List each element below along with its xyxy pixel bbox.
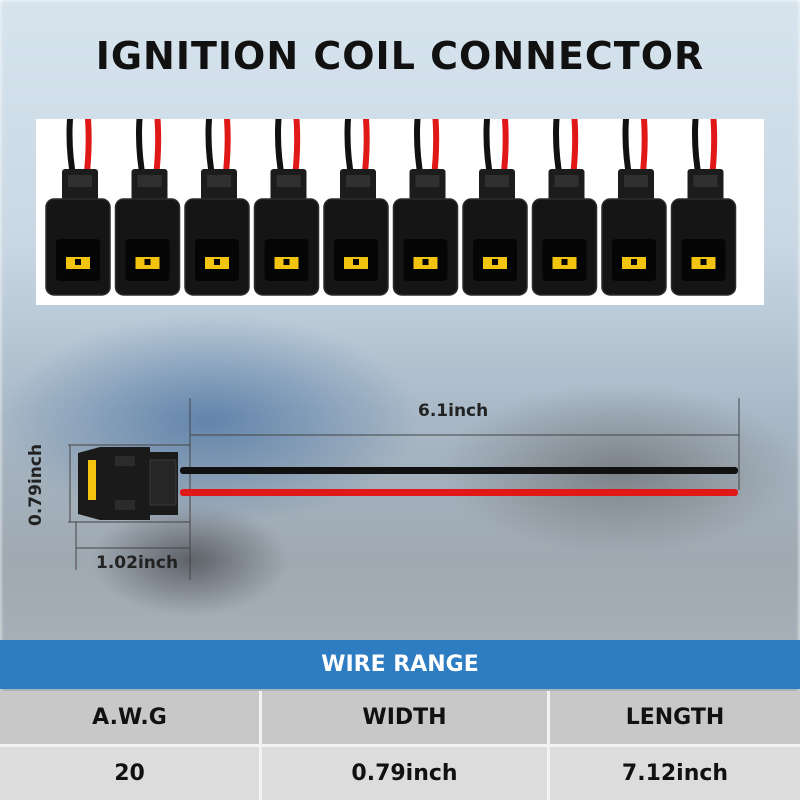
value-awg: 20: [0, 747, 262, 800]
page-title: IGNITION COIL CONNECTOR: [95, 34, 705, 78]
terminal-gap: [631, 259, 637, 265]
connector: [114, 119, 181, 296]
wire-length-label: 6.1inch: [418, 401, 489, 421]
table-header-row: A.W.G WIDTH LENGTH: [0, 691, 800, 744]
connector: [601, 119, 667, 296]
connector: [392, 119, 459, 296]
terminal-gap: [283, 259, 290, 265]
terminal-gap: [144, 259, 151, 265]
red-wire: [180, 489, 738, 496]
connectors-row: [45, 119, 737, 296]
header-length: LENGTH: [625, 705, 725, 730]
connector: [323, 119, 389, 296]
latch-slot: [415, 175, 440, 187]
connector: [531, 119, 598, 296]
wire-range-banner: WIRE RANGE: [0, 640, 800, 689]
latch-slot: [693, 175, 718, 187]
black-wire: [180, 467, 738, 474]
value-width: 0.79inch: [262, 747, 550, 800]
latch-slot: [276, 175, 301, 187]
terminal-gap: [700, 259, 707, 265]
connector-length-label: 1.02inch: [96, 553, 179, 573]
terminal-gap: [75, 259, 81, 265]
terminal-gap: [561, 259, 568, 265]
latch-slot: [624, 175, 648, 187]
connector-side-view: [78, 447, 178, 520]
terminal-gap: [353, 259, 359, 265]
terminal-gap: [214, 259, 220, 265]
terminal-gap: [422, 259, 429, 265]
connector: [45, 119, 111, 296]
latch-slot: [346, 175, 370, 187]
connectors-photo: [36, 119, 764, 305]
latch-slot: [68, 175, 92, 187]
latch-slot: [207, 175, 231, 187]
connector: [253, 119, 320, 296]
connector: [462, 119, 528, 296]
header-awg: A.W.G: [0, 691, 262, 744]
connector: [184, 119, 250, 296]
value-length: 7.12inch: [621, 761, 729, 786]
table-divider: [0, 744, 800, 747]
connector-width-label: 0.79inch: [26, 443, 46, 526]
latch-slot: [485, 175, 509, 187]
connector: [670, 119, 737, 296]
dimension-diagram: [68, 398, 740, 580]
latch-slot: [137, 175, 162, 187]
header-width: WIDTH: [262, 691, 550, 744]
table-value-row: 20 0.79inch 7.12inch: [0, 747, 800, 800]
terminal-gap: [492, 259, 498, 265]
latch-slot: [554, 175, 579, 187]
